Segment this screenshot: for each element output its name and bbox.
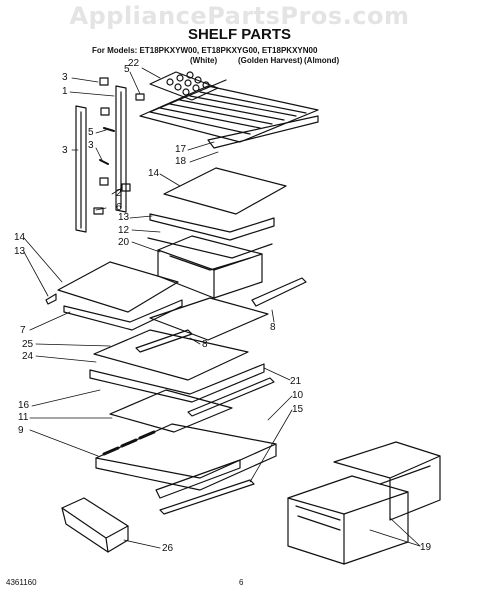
callout-9: 9 bbox=[18, 425, 24, 436]
rod bbox=[251, 277, 307, 307]
callout-10: 10 bbox=[292, 390, 304, 401]
callout-5: 5 bbox=[124, 64, 130, 75]
callout-8-middle: 8 bbox=[202, 339, 208, 350]
doc-number: 4361160 bbox=[6, 578, 37, 587]
pan-cover bbox=[95, 423, 277, 515]
callout-8: 8 bbox=[270, 322, 276, 333]
callout-1: 1 bbox=[62, 86, 68, 97]
callout-13: 13 bbox=[118, 212, 130, 223]
page-title: SHELF PARTS bbox=[187, 26, 292, 43]
callout-14: 14 bbox=[148, 168, 160, 179]
wire-shelf bbox=[139, 79, 319, 149]
glass-shelf-lower bbox=[109, 377, 275, 433]
callout-12: 12 bbox=[118, 225, 130, 236]
callout-6: 6 bbox=[116, 202, 122, 213]
callout-24: 24 bbox=[22, 351, 34, 362]
callout-13-left: 13 bbox=[14, 246, 26, 257]
callout-5-lower: 5 bbox=[88, 127, 94, 138]
callout-2: 2 bbox=[116, 188, 122, 199]
callout-22: 22 bbox=[128, 58, 140, 69]
callout-16: 16 bbox=[18, 400, 30, 411]
callout-20: 20 bbox=[118, 237, 130, 248]
crisper-drawers bbox=[287, 441, 441, 565]
callout-19: 19 bbox=[420, 542, 432, 553]
callout-18: 18 bbox=[175, 156, 187, 167]
models-line: For Models: ET18PKXYW00, ET18PKXYG00, ET… bbox=[92, 46, 318, 55]
glass-shelf-left bbox=[45, 261, 183, 331]
variant-white: (White) bbox=[190, 56, 218, 65]
callout-3-left: 3 bbox=[62, 145, 68, 156]
small-bin bbox=[61, 497, 129, 553]
callout-3-lower: 3 bbox=[88, 140, 94, 151]
page-number: 6 bbox=[239, 578, 244, 587]
variant-almond: (Almond) bbox=[304, 56, 340, 65]
callout-11: 11 bbox=[18, 412, 29, 423]
callout-15: 15 bbox=[292, 404, 304, 415]
watermark: AppliancePartsPros.com bbox=[69, 2, 410, 30]
egg-tray bbox=[149, 71, 219, 101]
glass-shelf-middle bbox=[89, 297, 269, 403]
callout-17: 17 bbox=[175, 144, 187, 155]
crisper-pan-upper bbox=[157, 235, 263, 299]
callout-14-left: 14 bbox=[14, 232, 26, 243]
callout-25: 25 bbox=[22, 339, 34, 350]
callout-3: 3 bbox=[62, 72, 68, 83]
callout-26: 26 bbox=[162, 543, 174, 554]
glass-shelf-upper bbox=[147, 167, 287, 259]
callout-21: 21 bbox=[290, 376, 302, 387]
variant-golden-harvest: (Golden Harvest) bbox=[238, 56, 303, 65]
leader-lines bbox=[23, 67, 421, 549]
callout-7: 7 bbox=[20, 325, 26, 336]
